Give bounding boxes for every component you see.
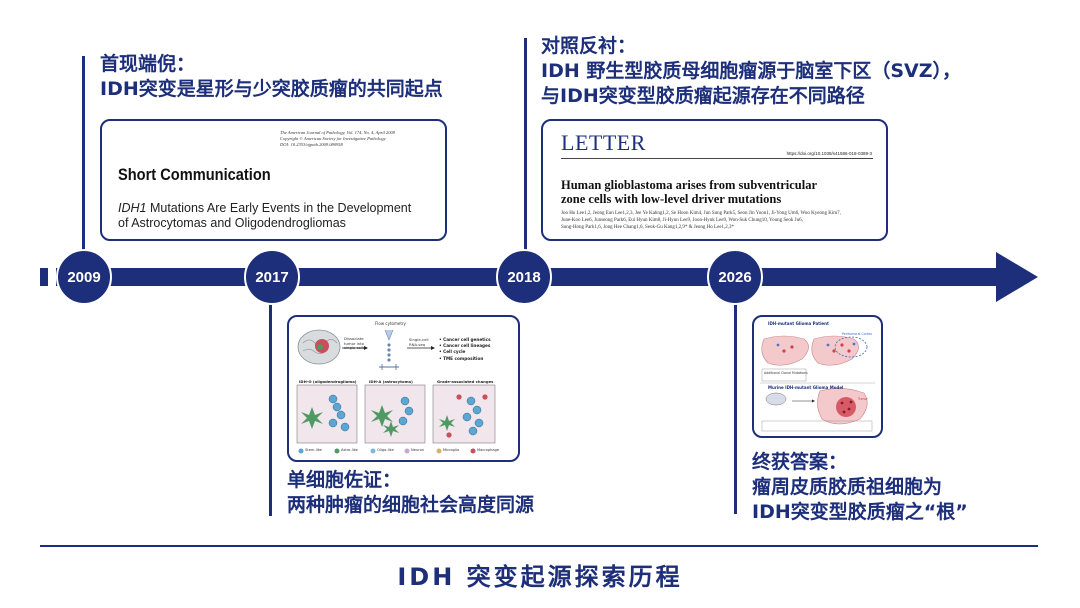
fig17-bullet: • TME composition bbox=[439, 355, 484, 361]
caption-2017: 单细胞佐证： 两种肿瘤的细胞社会高度同源 bbox=[287, 468, 534, 518]
year-node-2009: 2009 bbox=[56, 249, 112, 305]
paper-2009-title: IDH1 Mutations Are Early Events in the D… bbox=[118, 201, 411, 231]
caption-2026-heading: 终获答案： bbox=[752, 451, 848, 473]
fig17-legend-item: Microglia bbox=[443, 448, 460, 452]
fig26-title1: IDH-mutant Glioma Patient bbox=[768, 321, 829, 326]
paper-2018-title-line1: Human glioblastoma arises from subventri… bbox=[561, 178, 818, 192]
connector-2017 bbox=[269, 302, 272, 516]
figure-2026-graphic bbox=[760, 335, 875, 432]
fig26-label-b: Additional Clonal Mutations bbox=[764, 371, 808, 375]
year-node-2026: 2026 bbox=[707, 249, 763, 305]
paper-2009-section: Short Communication bbox=[118, 165, 271, 184]
fig26-label-a: Peritumoral Cortex bbox=[842, 332, 872, 336]
fig17-panel1-title: IDH-O (oligodendroglioma) bbox=[299, 379, 357, 384]
paper-2018-title-line2: zone cells with low-level driver mutatio… bbox=[561, 192, 782, 206]
caption-2026: 终获答案： 瘤周皮质胶质祖细胞为 IDH突变型胶质瘤之“根” bbox=[752, 450, 968, 525]
figure-card-2017: Flow cytometry Dissociate tumor into sin… bbox=[287, 315, 520, 462]
paper-2018-authors-2: June-Koo Lee6, Junseong Park6, Eui Hyun … bbox=[561, 218, 803, 223]
paper-2018-authors-3: Sung-Hong Park1,6, Jong Hee Chang1,6, Se… bbox=[561, 225, 735, 230]
caption-2018-text-1: IDH 野生型胶质母细胞瘤源于脑室下区（SVZ）， bbox=[541, 60, 962, 82]
fig17-legend-item: Macrophage bbox=[477, 448, 500, 452]
paper-2018-authors-1: Joo Ho Lee1,2, Jeong Eun Lee1,2,3, Jee Y… bbox=[561, 211, 841, 216]
paper-2018-doi: https://doi.org/10.1038/s41586-018-0389-… bbox=[786, 151, 872, 156]
fig17-panel2-title: IDH-A (astrocytoma) bbox=[369, 379, 413, 384]
fig17-legend-item: Oligo-like bbox=[377, 448, 394, 452]
fig17-bullet: • Cancer cell lineages bbox=[439, 343, 491, 349]
caption-2026-text-2: IDH突变型胶质瘤之“根” bbox=[752, 501, 968, 523]
fig17-legend-item: Astro-like bbox=[341, 448, 358, 452]
caption-2017-text: 两种肿瘤的细胞社会高度同源 bbox=[287, 494, 535, 516]
journal-line-2: Copyright © American Society for Investi… bbox=[280, 136, 386, 141]
figure-card-2026: IDH-mutant Glioma Patient Peritumoral Co… bbox=[752, 315, 883, 438]
caption-2009-text: IDH突变是星形与少突胶质瘤的共同起点 bbox=[100, 78, 443, 100]
caption-2018-heading: 对照反衬： bbox=[541, 35, 637, 57]
footer-title: IDH 突变起源探索历程 bbox=[397, 563, 683, 591]
connector-2026 bbox=[734, 302, 737, 514]
paper-2018-label: LETTER bbox=[561, 130, 646, 155]
paper-2009-title-rest: Mutations Are Early Events in the Develo… bbox=[146, 201, 412, 215]
paper-card-2018: LETTER https://doi.org/10.1038/s41586-01… bbox=[541, 119, 888, 241]
caption-2009-heading: 首现端倪： bbox=[100, 53, 196, 75]
paper-2018-rule bbox=[561, 158, 873, 159]
paper-2009-title-line2: of Astrocytomas and Oligodendrogliomas bbox=[118, 216, 346, 230]
paper-card-2009: The American Journal of Pathology, Vol. … bbox=[100, 119, 447, 241]
paper-2009-gene: IDH1 bbox=[118, 201, 147, 215]
fig17-bullets: • Cancer cell genetics • Cancer cell lin… bbox=[439, 337, 491, 362]
fig17-panel3-title: Grade-associated changes bbox=[437, 379, 494, 384]
year-node-2017: 2017 bbox=[244, 249, 300, 305]
journal-line-3: DOI: 10.2353/ajpath.2009.080958 bbox=[280, 142, 343, 147]
fig26-title2: Murine IDH-mutant Glioma Model bbox=[768, 385, 844, 390]
fig17-legend-item: Stem-like bbox=[305, 448, 322, 452]
caption-2018-text-2: 与IDH突变型胶质瘤起源存在不同路径 bbox=[541, 85, 865, 107]
fig17-dissociate-label: Dissociate tumor into single cells bbox=[344, 336, 365, 350]
connector-2018 bbox=[524, 38, 527, 254]
fig17-singlecell-label: Single-cell RNA-seq bbox=[409, 337, 429, 347]
fig17-legend-item: Neuron bbox=[411, 448, 425, 452]
fig17-bullet: • Cell cycle bbox=[439, 349, 466, 355]
journal-line-1: The American Journal of Pathology, Vol. … bbox=[280, 130, 395, 135]
paper-2018-title: Human glioblastoma arises from subventri… bbox=[561, 178, 817, 206]
paper-2018-authors: Joo Ho Lee1,2, Jeong Eun Lee1,2,3, Jee Y… bbox=[561, 210, 841, 231]
fig17-flow-label: Flow cytometry bbox=[375, 321, 406, 326]
caption-2026-text-1: 瘤周皮质胶质祖细胞为 bbox=[752, 476, 943, 498]
caption-2017-heading: 单细胞佐证： bbox=[287, 469, 402, 491]
fig17-bullet: • Cancer cell genetics bbox=[439, 337, 491, 342]
figure-2017-graphic bbox=[296, 329, 496, 454]
year-node-2018: 2018 bbox=[496, 249, 552, 305]
caption-2018: 对照反衬： IDH 野生型胶质母细胞瘤源于脑室下区（SVZ）， 与IDH突变型胶… bbox=[541, 34, 961, 109]
fig26-label-c: Tumor bbox=[858, 397, 868, 401]
caption-2009: 首现端倪： IDH突变是星形与少突胶质瘤的共同起点 bbox=[100, 52, 443, 102]
connector-2009 bbox=[82, 56, 85, 252]
